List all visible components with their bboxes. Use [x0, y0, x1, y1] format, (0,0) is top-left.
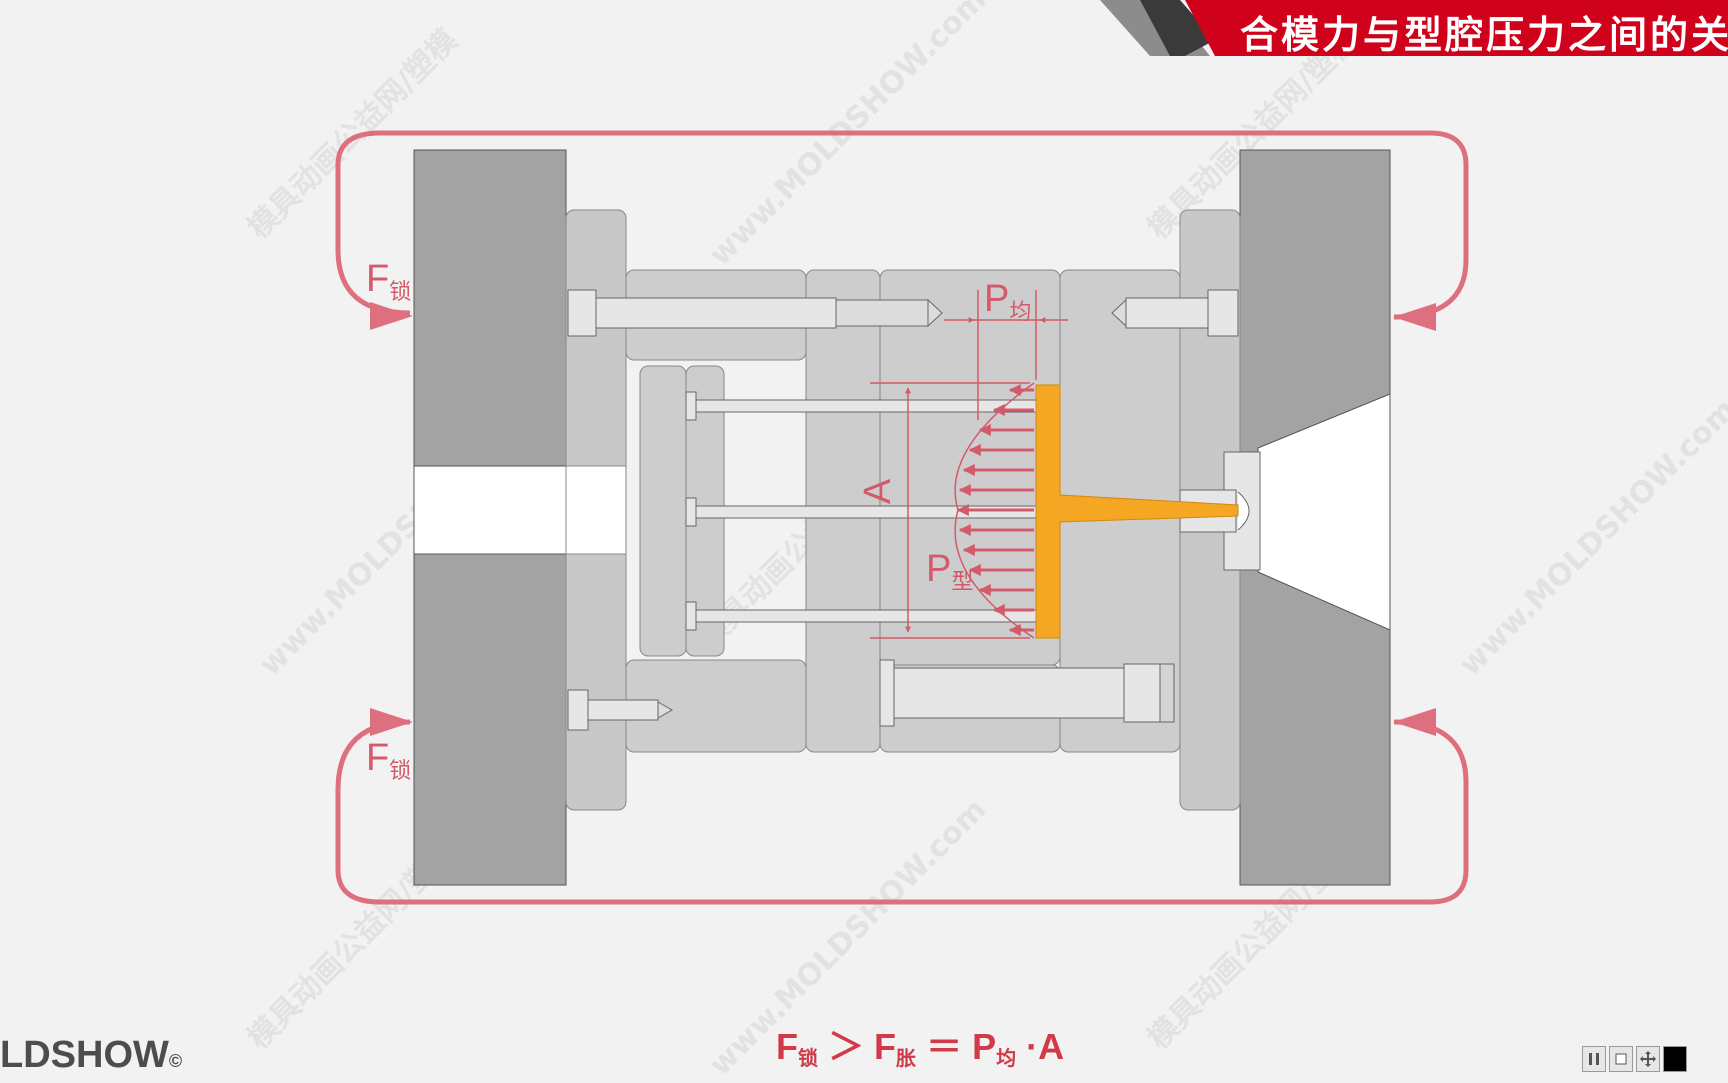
player-controls — [1582, 1046, 1687, 1074]
move-icon[interactable] — [1636, 1046, 1660, 1072]
clamp-force-label-bottom: F锁 — [366, 737, 412, 783]
arrow-head — [1393, 303, 1436, 331]
clamp-force-loop-top — [335, 130, 1469, 320]
arrow-head — [370, 708, 413, 736]
average-pressure-label: P均 — [984, 278, 1032, 324]
guide-pin-bottom — [879, 659, 1175, 727]
cap-screw-top-left — [567, 289, 943, 337]
clamp-plate-opening — [565, 465, 627, 555]
clamp-force-label-top: F锁 — [366, 258, 412, 304]
page-title: 合模力与型腔压力之间的关 — [1240, 13, 1728, 57]
projected-area-label: A — [857, 478, 900, 505]
pressure-distribution-curve — [954, 382, 1035, 639]
left-platen-opening — [413, 465, 567, 555]
clamp-force-loop-bottom — [335, 719, 1469, 905]
dimension-lines — [870, 290, 1068, 639]
arrow-head — [370, 302, 413, 330]
ejector-retainer-plate — [639, 365, 687, 657]
core-plate — [879, 269, 1061, 666]
pause-icon[interactable] — [1582, 1046, 1606, 1072]
cavity-pressure-label: P型 — [926, 548, 974, 594]
cap-screw-top-right — [1111, 289, 1239, 337]
clamp-force-formula: F锁 ＞ F胀 ＝ P均 ·A — [776, 1026, 1065, 1070]
arrow-head — [1393, 708, 1436, 736]
cap-screw-bottom-left — [567, 689, 674, 731]
black-square-icon[interactable] — [1663, 1046, 1687, 1072]
brand-logo: LDSHOW© — [0, 1034, 183, 1076]
title-banner-graphic — [1100, 0, 1728, 56]
cavity-pressure-arrows — [956, 384, 1034, 636]
molded-part — [1035, 384, 1239, 639]
stop-icon[interactable] — [1609, 1046, 1633, 1072]
